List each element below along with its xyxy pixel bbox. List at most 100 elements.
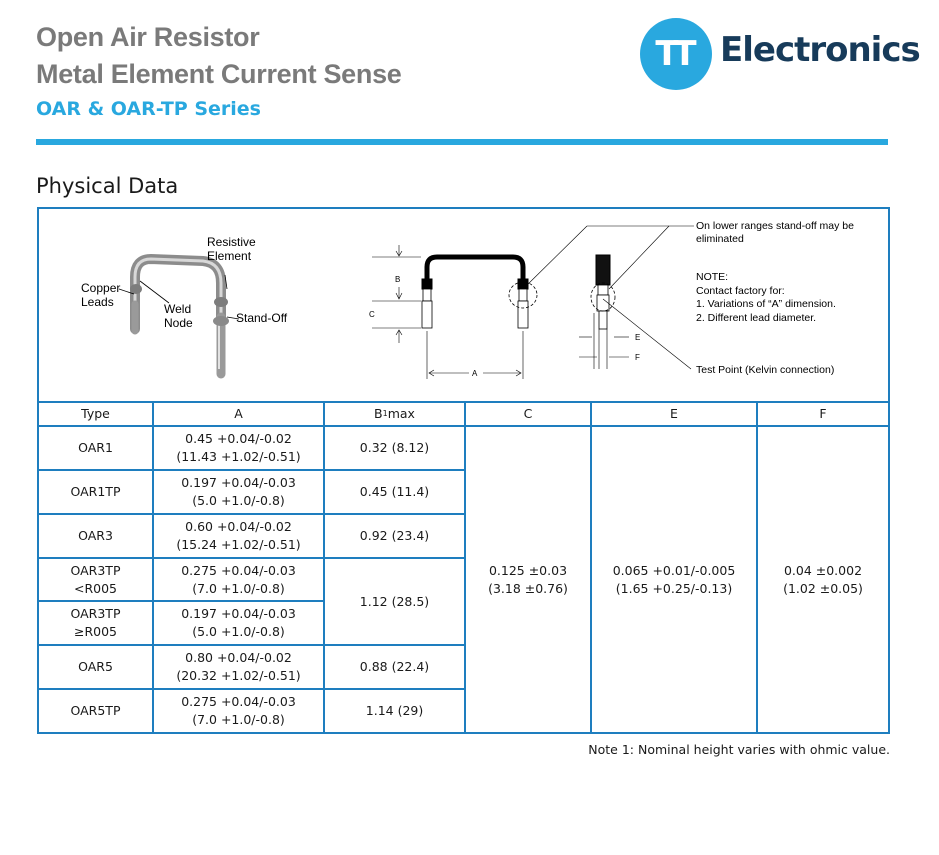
a-text: 0.45 +0.04/-0.02 [185,431,292,446]
note-line-4: 2. Different lead diameter. [696,312,816,324]
label-copper-leads-1: Copper [81,281,120,295]
table-rule [464,401,466,732]
a-cell: 0.45 +0.04/-0.02 (11.43 +1.02/-0.51) [154,427,323,469]
label-resistive-element-1: Resistive [207,235,256,249]
a-text: 0.60 +0.04/-0.02 [185,519,292,534]
a-text: (5.0 +1.0/-0.8) [192,493,285,508]
type-cell: OAR5 [39,646,152,688]
label-weld-node-2: Node [164,316,193,330]
type-cell: OAR3TP <R005 [39,559,152,600]
e-text: (1.65 +0.25/-0.13) [615,580,733,596]
type-cell: OAR1TP [39,471,152,513]
header-c: C [523,406,533,421]
logo-text: Electronics [720,30,921,70]
table-rule [39,425,888,427]
a-text: (11.43 +1.02/-0.51) [176,449,301,464]
header-a: A [234,406,243,421]
dim-c-label: C [369,310,375,319]
c-cell: 0.125 ±0.03(3.18 ±0.76) [466,427,590,732]
title-line-1: Open Air Resistor [36,22,260,52]
a-text: 0.197 +0.04/-0.03 [181,475,296,490]
dim-e-label: E [635,333,640,342]
table-rule [590,401,592,732]
a-cell: 0.80 +0.04/-0.02 (20.32 +1.02/-0.51) [154,646,323,688]
a-text: 0.275 +0.04/-0.03 [181,562,296,578]
type-cell: OAR1 [39,427,152,469]
c-text: 0.125 ±0.03 [488,562,568,578]
b-cell: 1.12 (28.5) [359,593,430,609]
note-line-1: NOTE: [696,271,728,283]
label-stand-off: Stand-Off [236,311,288,325]
b-cell: 0.32 (8.12) [359,440,430,455]
resistor-photo-illustration [118,253,240,379]
type-text: OAR1 [78,440,113,455]
table-rule [39,557,465,559]
type-text: OAR5 [78,659,113,674]
callout-standoff-line2: eliminated [696,233,744,245]
table-rule [39,688,465,690]
logo-mark: TT [640,18,712,90]
header-b-letter: B [374,406,383,421]
a-text: 0.275 +0.04/-0.03 [181,694,296,709]
a-cell: 0.197 +0.04/-0.03 (5.0 +1.0/-0.8) [154,602,323,644]
table-rule [152,401,154,732]
type-text: OAR1TP [70,484,121,499]
type-text: <R005 [73,580,117,596]
type-cell: OAR3 [39,515,152,557]
a-text: (15.24 +1.02/-0.51) [176,537,301,552]
header-rule [36,139,888,145]
a-cell: 0.275 +0.04/-0.03 (7.0 +1.0/-0.8) [154,559,323,600]
header-b-suffix: max [387,406,415,421]
front-view-drawing [372,245,538,379]
side-view-drawing [522,225,694,370]
header-type: Type [81,406,110,421]
a-text: 0.197 +0.04/-0.03 [181,606,296,621]
series-subtitle: OAR & OAR-TP Series [36,98,261,120]
type-text: ≥R005 [73,624,117,639]
header-b-footnote-mark: 1 [382,409,388,418]
resistor-diagram: Copper Leads Weld Node Resistive Element… [81,220,854,379]
type-text: OAR3 [78,528,113,543]
table-rule [323,401,325,732]
table-rule [39,401,888,403]
footnote: Note 1: Nominal height varies with ohmic… [588,742,890,757]
a-cell: 0.275 +0.04/-0.03 (7.0 +1.0/-0.8) [154,690,323,732]
title-line-2: Metal Element Current Sense [36,59,402,89]
tt-electronics-logo: TT Electronics [640,18,921,90]
callout-standoff-line1: On lower ranges stand-off may be [696,220,854,232]
dim-b-label: B [395,275,400,284]
f-cell: 0.04 ±0.002 (1.02 ±0.05) [758,427,888,732]
a-text: (7.0 +1.0/-0.8) [192,580,285,596]
type-cell: OAR3TP≥R005 [39,602,152,644]
dim-a-label: A [472,369,478,378]
a-text: 0.80 +0.04/-0.02 [185,650,292,665]
a-text: (20.32 +1.02/-0.51) [176,668,301,683]
table-rule [39,469,465,471]
note-line-2: Contact factory for: [696,285,785,297]
type-text: OAR5TP [70,703,121,718]
a-cell: 0.60 +0.04/-0.02 (15.24 +1.02/-0.51) [154,515,323,557]
table-rule [756,401,758,732]
f-text: (1.02 ±0.05) [783,580,863,596]
type-text: OAR3TP [70,562,121,578]
type-cell: OAR5TP [39,690,152,732]
note-line-3: 1. Variations of “A” dimension. [696,298,836,310]
resistor-figure: Copper Leads Weld Node Resistive Element… [39,209,888,401]
b-cell: 1.14 (29) [365,703,424,718]
b-cell: 0.92 (23.4) [359,528,430,543]
f-text: 0.04 ±0.002 [783,562,863,578]
e-text: 0.065 +0.01/-0.005 [612,562,736,578]
table-rule [39,644,465,646]
a-cell: 0.197 +0.04/-0.03 (5.0 +1.0/-0.8) [154,471,323,513]
b-cell: 0.45 (11.4) [359,484,430,499]
section-title: Physical Data [36,174,179,198]
a-text: (5.0 +1.0/-0.8) [192,624,285,639]
label-copper-leads-2: Leads [81,295,114,309]
e-cell: 0.065 +0.01/-0.005 (1.65 +0.25/-0.13) [592,427,756,732]
header-f: F [819,406,827,421]
a-text: (7.0 +1.0/-0.8) [192,712,285,727]
label-resistive-element-2: Element [207,249,252,263]
table-rule [39,513,465,515]
